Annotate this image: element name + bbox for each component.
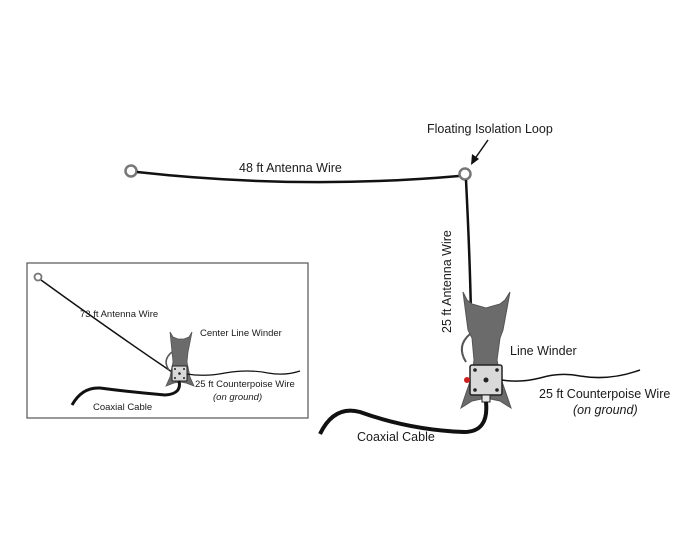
inset-frame xyxy=(26,262,309,419)
inset-counterpoise-label: 25 ft Counterpoise Wire xyxy=(195,379,295,390)
vertical-wire-label: 25 ft Antenna Wire xyxy=(440,230,454,333)
inset-coaxial-cable xyxy=(70,380,181,406)
feed-point-dot xyxy=(464,377,470,383)
isolation-loop-ring xyxy=(458,167,472,181)
inset-connector-box xyxy=(171,365,188,382)
connector-box xyxy=(469,364,503,403)
coaxial-cable xyxy=(318,401,489,435)
horizontal-antenna-wire xyxy=(136,170,460,184)
inset-antenna-wire xyxy=(40,279,173,373)
inset-end-ring xyxy=(33,272,43,282)
loop-pointer-arrow xyxy=(471,139,489,165)
inset-counterpoise-note: (on ground) xyxy=(213,392,262,403)
inset-counterpoise-wire xyxy=(186,370,301,376)
counterpoise-wire xyxy=(501,369,641,382)
inset-wire-label: 73 ft Antenna Wire xyxy=(80,309,158,320)
vertical-antenna-wire xyxy=(464,179,473,317)
inset-coax-label: Coaxial Cable xyxy=(93,402,152,413)
inset-diagram: 73 ft Antenna Wire Center Line Winder 25… xyxy=(26,262,309,419)
coax-label: Coaxial Cable xyxy=(357,430,435,444)
counterpoise-label: 25 ft Counterpoise Wire xyxy=(539,387,670,401)
loop-label: Floating Isolation Loop xyxy=(427,122,553,136)
counterpoise-note: (on ground) xyxy=(573,403,638,417)
main-diagram: Floating Isolation Loop 48 ft Antenna Wi… xyxy=(124,122,670,444)
horizontal-wire-label: 48 ft Antenna Wire xyxy=(239,161,342,175)
inset-winder-label: Center Line Winder xyxy=(200,328,282,339)
left-end-ring xyxy=(124,164,138,178)
winder-label: Line Winder xyxy=(510,344,577,358)
